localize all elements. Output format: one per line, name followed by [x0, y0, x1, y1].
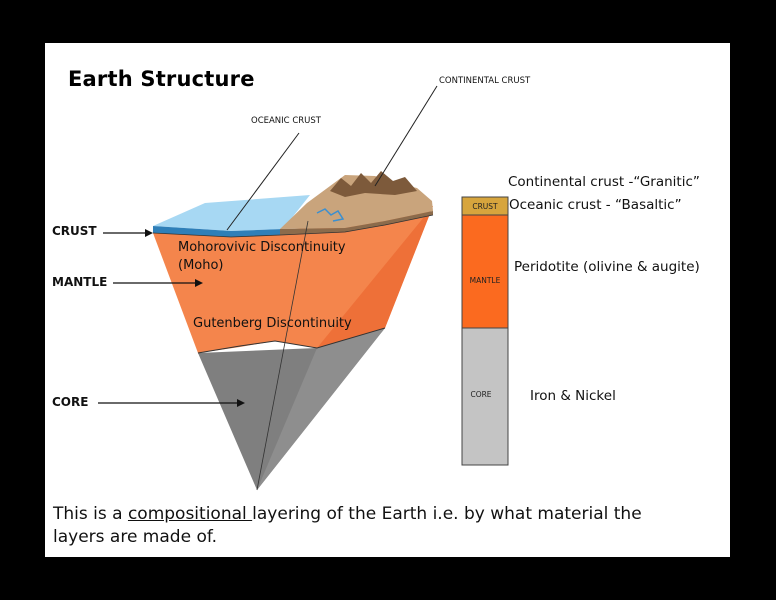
- oceanic-crust-band: [153, 226, 283, 237]
- column-mantle-label: MANTLE: [470, 276, 501, 285]
- mantle-label: MANTLE: [52, 275, 108, 289]
- moho-label-line2: (Moho): [178, 258, 224, 273]
- moho-label: Mohorovivic Discontinuity (Moho): [178, 239, 346, 275]
- earth-diagram: CRUST MANTLE CORE: [98, 85, 509, 491]
- gutenberg-label: Gutenberg Discontinuity: [193, 316, 352, 331]
- column-mantle: [461, 214, 509, 329]
- moho-label-line1: Mohorovivic Discontinuity: [178, 240, 346, 255]
- oceanic-crust-surface: [153, 195, 310, 231]
- caption-after: layering of the Earth i.e. by what mater…: [53, 504, 642, 547]
- oceanic-leader: [226, 132, 300, 231]
- page-title: Earth Structure: [68, 67, 255, 91]
- column-crust-label: CRUST: [472, 202, 498, 211]
- continental-leader: [374, 85, 438, 187]
- crust-arrowhead: [145, 229, 153, 237]
- oceanic-crust-description: Oceanic crust - “Basaltic”: [509, 197, 682, 213]
- mantle-arrowhead: [195, 279, 203, 287]
- continental-crust-callout: CONTINENTAL CRUST: [439, 76, 531, 86]
- gutenberg-boundary: [197, 327, 386, 354]
- column-core: [461, 327, 509, 466]
- continental-peaks: [330, 171, 417, 197]
- caption-underlined: compositional: [127, 504, 253, 524]
- oceanic-crust-callout: OCEANIC CRUST: [251, 116, 321, 126]
- moho-boundary: [152, 214, 434, 238]
- mantle-description: Peridotite (olivine & augite): [514, 259, 700, 275]
- mantle-right-face: [317, 206, 433, 348]
- river: [316, 208, 345, 222]
- continental-crust-description: Continental crust -“Granitic”: [508, 174, 700, 190]
- continental-edge: [280, 211, 433, 235]
- caption: This is a compositional layering of the …: [53, 503, 693, 549]
- core-right-face: [257, 328, 385, 490]
- cut-line: [256, 220, 309, 491]
- core-description: Iron & Nickel: [530, 388, 616, 404]
- core-label: CORE: [52, 395, 89, 409]
- column-core-label: CORE: [470, 390, 491, 399]
- slide: Earth Structure: [45, 43, 730, 557]
- core-arrowhead: [237, 399, 245, 407]
- caption-before: This is a: [53, 504, 128, 524]
- crust-label: CRUST: [52, 224, 97, 238]
